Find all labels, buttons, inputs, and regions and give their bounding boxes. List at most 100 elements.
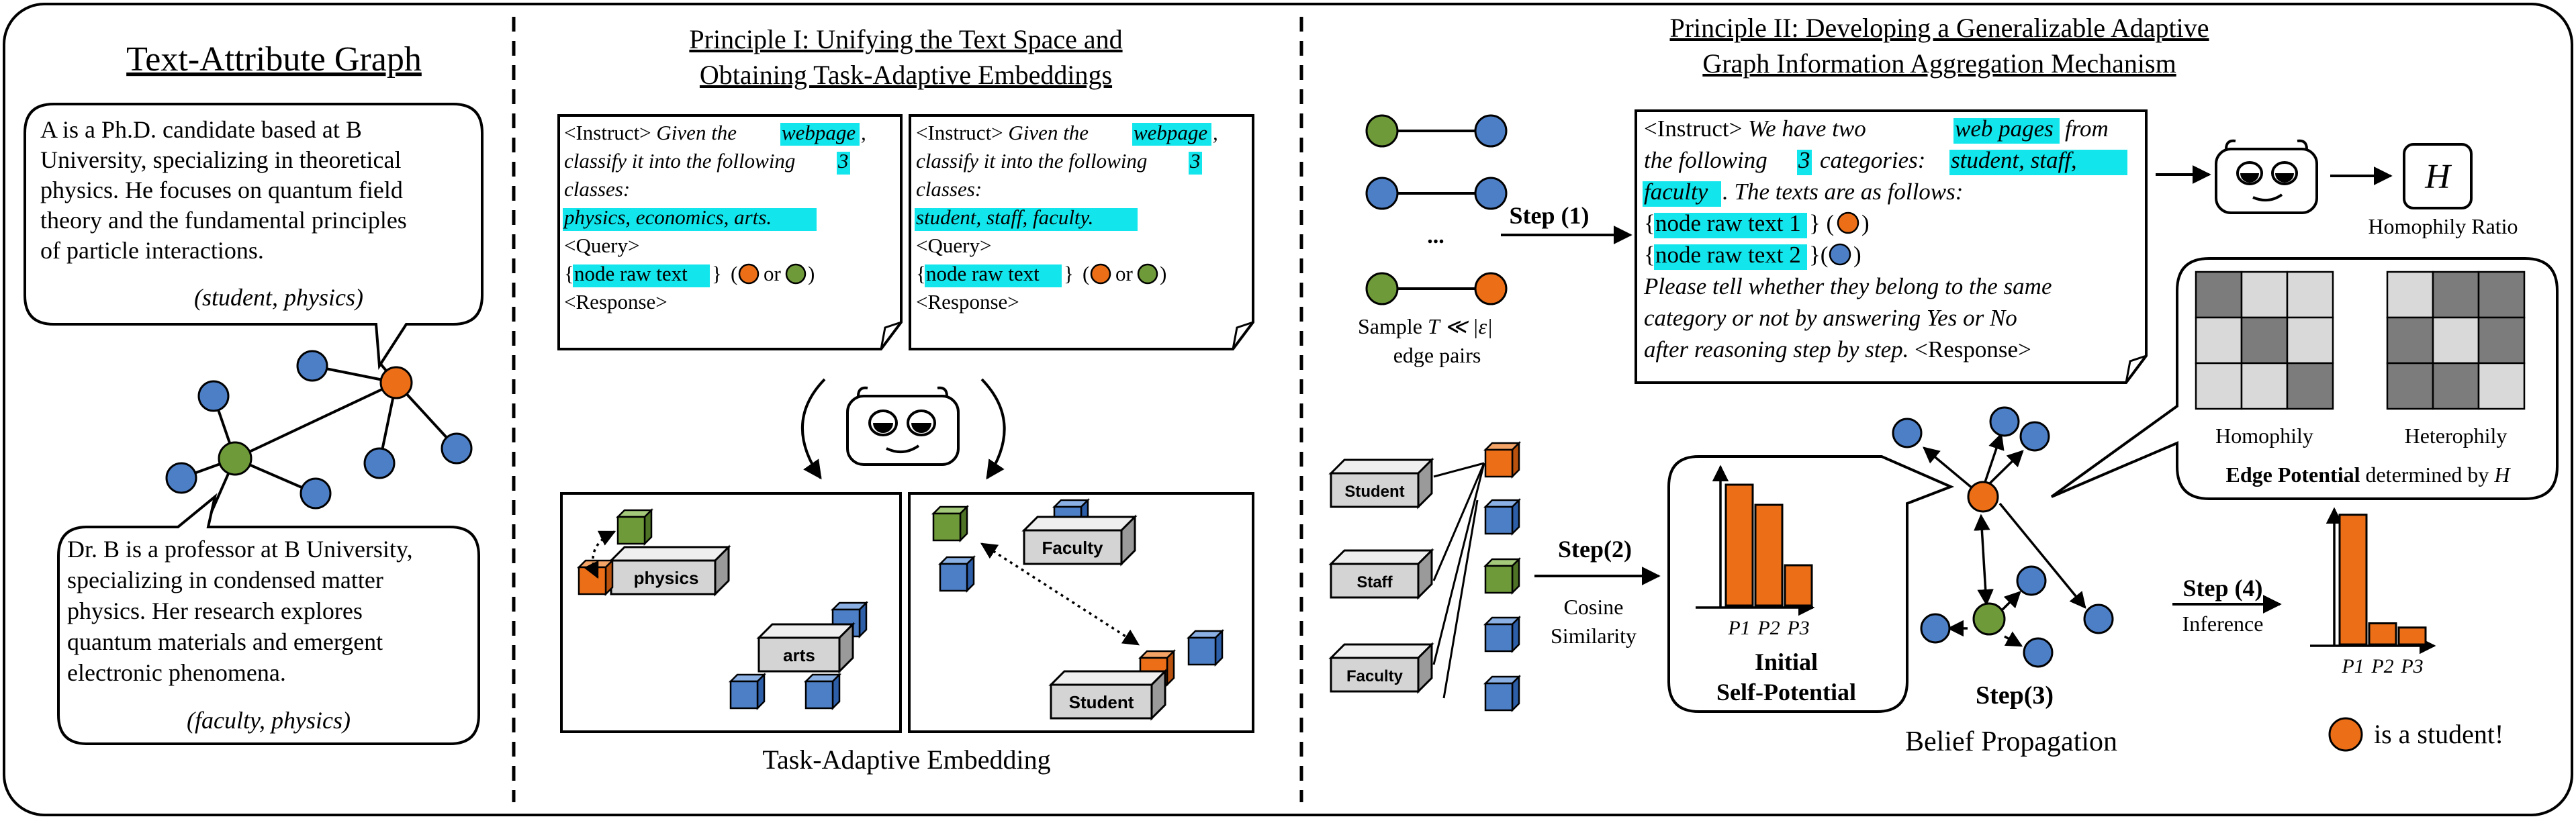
svg-text:<Instruct> Given the: <Instruct> Given the <box>564 121 737 144</box>
highlight <box>1654 213 1807 238</box>
prompt-box <box>1635 109 2148 384</box>
edge-potential-rest: determined by <box>2365 463 2489 487</box>
card1-classify: classify it into the following <box>564 149 795 173</box>
p-following: the following <box>1644 147 1767 173</box>
sample-label: Sample <box>1358 314 1422 338</box>
dotted-arrow <box>584 530 616 579</box>
llm-robot-icon <box>846 386 960 466</box>
card2-comma: , <box>1213 121 1218 144</box>
svg-text:}(: }( <box>1809 242 1828 268</box>
bar-p2 <box>2368 622 2397 646</box>
card1-query: <Query> <box>564 234 639 257</box>
panel2-title-line1: Principle I: Unifying the Text Space and <box>689 24 1122 54</box>
p-raw-text-2: node raw text 2 <box>1655 242 1801 268</box>
chart1-bars <box>1724 483 1813 607</box>
curved-arrow-left <box>801 378 826 480</box>
node-orange <box>379 366 413 399</box>
cube-label: arts <box>783 645 815 665</box>
highlight <box>1132 123 1211 146</box>
card2-or: or <box>1115 262 1134 285</box>
node-blue <box>197 380 230 412</box>
bar-p3 <box>1784 564 1813 607</box>
highlight <box>837 152 850 175</box>
node-blue <box>2016 565 2047 596</box>
inference-label: Inference <box>2182 612 2264 636</box>
node-blue <box>441 432 473 465</box>
p-categories: categories: <box>1820 147 1925 173</box>
graph-nodes <box>165 350 473 510</box>
card2-response: <Response> <box>916 290 1019 314</box>
prompt-card-1 <box>557 114 903 350</box>
bubble-b-line: Dr. B is a professor at B University, <box>67 536 413 563</box>
highlight <box>780 123 860 146</box>
node-green <box>785 263 807 285</box>
p-student-staff: student, staff, <box>1951 147 2077 173</box>
step4-label: Step (4) <box>2183 575 2263 601</box>
bp-graph <box>1923 432 2086 647</box>
node-blue <box>363 447 396 479</box>
label-cube-staff: Staff <box>1328 548 1434 600</box>
h-symbol: H <box>2424 158 2452 196</box>
bubble-a-line: University, specializing in theoretical <box>40 146 402 173</box>
panel3-title-line1: Principle II: Developing a Generalizable… <box>1669 13 2209 43</box>
step2-label: Step(2) <box>1558 536 1632 563</box>
p-line8: after reasoning step by step. <box>1644 336 1908 363</box>
homophily-label: Homophily <box>2215 424 2313 448</box>
bubble-b <box>57 493 480 745</box>
highlight <box>1797 150 1812 175</box>
similarity-lines <box>1432 462 1485 699</box>
card1-class-list: physics, economics, arts. <box>563 205 772 229</box>
svg-text:(: ( <box>1083 262 1089 285</box>
edge-potential-h: H <box>2493 463 2511 487</box>
card2-webpage: webpage <box>1134 121 1207 144</box>
cube-label: Staff <box>1356 573 1393 591</box>
label-cube-student: Student <box>1328 457 1434 510</box>
card1-comma: , <box>861 121 866 144</box>
step1-label: Step (1) <box>1510 202 1590 229</box>
label-cube-arts: arts <box>756 622 856 674</box>
chart2-tick: P3 <box>2400 655 2423 677</box>
card2-class-list: student, staff, faculty. <box>916 205 1093 229</box>
card2-query: <Query> <box>916 234 991 257</box>
card1-instruct: <Instruct> <box>564 121 651 144</box>
highlight <box>563 208 817 231</box>
card1-raw-text: node raw text <box>574 262 688 285</box>
sample-math: T ≪ |ε| <box>1428 314 1493 338</box>
highlight <box>1189 152 1202 175</box>
panel2-title-line2: Obtaining Task-Adaptive Embeddings <box>700 60 1112 90</box>
card2-classes: classes: <box>916 177 982 201</box>
svg-text:): ) <box>1160 262 1166 285</box>
panel1-title: Text-Attribute Graph <box>126 40 422 79</box>
card1-or: or <box>764 262 782 285</box>
svg-text:<Instruct> We have two: <Instruct> We have two <box>1644 115 1866 142</box>
svg-text:): ) <box>1861 210 1870 236</box>
label-cube-faculty: Faculty <box>1328 642 1434 694</box>
card2-classify: classify it into the following <box>916 149 1147 173</box>
label-cube-student: Student <box>1048 669 1168 721</box>
bubble-b-line: electronic phenomena. <box>67 659 286 686</box>
card1-response: <Response> <box>564 290 668 314</box>
heterophily-matrix <box>2386 271 2526 410</box>
initial-label: Initial <box>1755 648 1818 675</box>
highlight <box>573 264 710 287</box>
highlight <box>915 208 1138 231</box>
h-box <box>2403 143 2473 209</box>
edge-potential-label: Edge Potential <box>2225 463 2360 487</box>
bubble-b-line: specializing in condensed matter <box>67 567 383 593</box>
belief-propagation-label: Belief Propagation <box>1905 726 2117 757</box>
node-blue <box>165 462 197 494</box>
svg-text:Sample T ≪ |ε|: Sample T ≪ |ε| <box>1358 314 1493 338</box>
card2-instruct: <Instruct> <box>916 121 1003 144</box>
bar-p1 <box>2338 514 2368 646</box>
bar-p2 <box>1754 503 1784 607</box>
node-orange <box>1090 263 1111 285</box>
node-blue <box>1829 243 1851 266</box>
panel-principle-1: Principle I: Unifying the Text Space and… <box>557 24 1254 775</box>
edge-pairs <box>1365 114 1508 305</box>
cosine-label: Cosine <box>1564 595 1624 619</box>
chart1-tick: P2 <box>1757 617 1780 639</box>
card2-brace-open: { <box>916 262 926 285</box>
card2-raw-text: node raw text <box>926 262 1040 285</box>
ellipsis: ... <box>1427 224 1444 248</box>
panel2-caption: Task-Adaptive Embedding <box>762 744 1050 775</box>
